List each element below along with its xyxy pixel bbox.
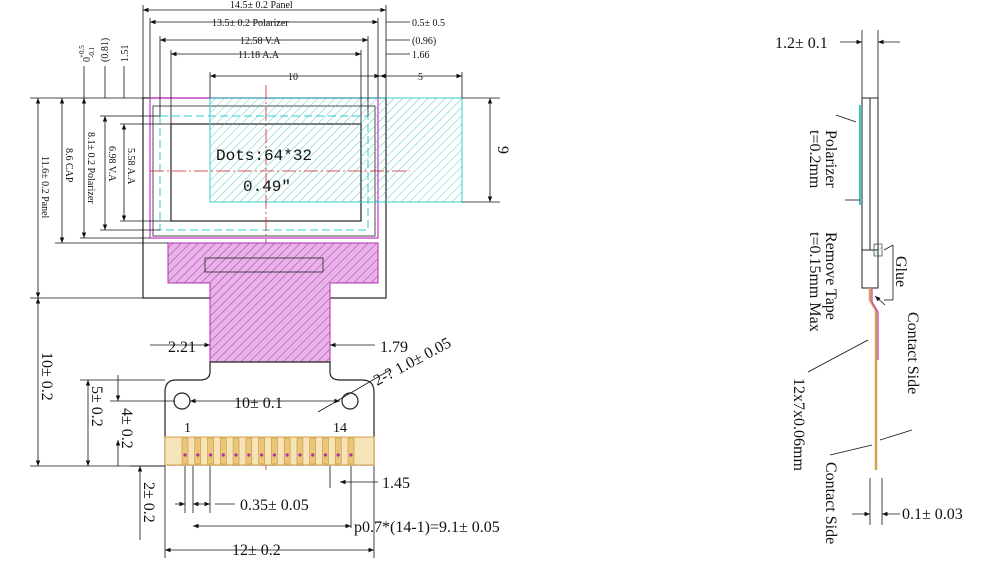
- dim-five: 5: [418, 72, 423, 83]
- top-dimensions: [142, 5, 463, 124]
- fpc-pin-via: [196, 453, 200, 457]
- mounting-hole-right: [341, 392, 359, 410]
- side-remove-tape: Remove Tape: [822, 232, 839, 320]
- dim-polarizer-height: 8.1± 0.2 Polarizer: [85, 132, 96, 204]
- pin-first-label: 1: [184, 421, 191, 436]
- fpc-pin-via: [260, 453, 264, 457]
- dim-221: 2.21: [168, 339, 196, 356]
- dim-cap-height: 8.6 CAP: [63, 148, 74, 183]
- dim-179: 1.79: [380, 339, 408, 356]
- side-dimension-lines: [807, 30, 913, 525]
- dim-two-fpc: 2± 0.2: [140, 482, 157, 523]
- dim-four-fpc: 4± 0.2: [118, 408, 135, 449]
- fpc-pin-via: [298, 453, 302, 457]
- side-fpc: [868, 288, 878, 470]
- dim-five-fpc: 5± 0.2: [88, 386, 105, 427]
- dim-va-height: 6.98 V.A: [106, 146, 117, 182]
- fpc-pin-via: [285, 453, 289, 457]
- fpc-pins: [181, 437, 355, 465]
- side-glue-label: Glue: [892, 256, 909, 287]
- side-remove-tape-thickness: t=0.15mm Max: [806, 232, 823, 332]
- side-contact-side-1: Contact Side: [904, 312, 921, 394]
- fpc-window: [204, 257, 324, 273]
- dim-ten: 10: [288, 72, 298, 83]
- fpc-pin: [207, 437, 214, 465]
- dim-va-width: 12.58 V.A: [240, 36, 281, 47]
- dim-aa-height: 5.58 A.A: [125, 148, 136, 185]
- dim-0-minus: -0.1: [88, 46, 96, 58]
- dim-fpc-length: 10± 0.2: [38, 352, 55, 401]
- side-fpc-size: 12x7x0.06mm: [790, 378, 807, 471]
- fpc-pin: [296, 437, 304, 465]
- fpc-pin: [283, 437, 291, 465]
- side-polarizer-label: Polarizer: [822, 130, 839, 188]
- fpc-pin-via: [349, 453, 353, 457]
- dim-pin-width: 0.35± 0.05: [240, 497, 309, 514]
- side-glue: [873, 243, 883, 257]
- screen-size-label: 0.49″: [243, 178, 291, 196]
- fpc-pin: [271, 437, 278, 465]
- fpc-pin-via: [183, 453, 187, 457]
- dim-panel-height: 11.6± 0.2 Panel: [39, 156, 50, 219]
- left-dimension-lines: [30, 66, 175, 540]
- fpc-pin: [258, 437, 265, 465]
- fpc-dimension-lines: [150, 342, 391, 558]
- fpc-pin: [232, 437, 240, 465]
- dim-panel-width: 14.5± 0.2 Panel: [230, 0, 293, 11]
- dim-0-plus: +0.5: [78, 45, 86, 58]
- fpc-pin: [194, 437, 202, 465]
- pin-last-label: 14: [333, 421, 347, 436]
- side-fpc-thickness: 0.1± 0.03: [902, 506, 963, 523]
- screen-hatched-area: [209, 97, 463, 203]
- fpc-pin-via: [234, 453, 238, 457]
- fpc-tail-upper: [167, 242, 379, 363]
- fpc-pin-via: [221, 453, 225, 457]
- fpc-pin: [347, 437, 355, 465]
- fpc-pin-via: [311, 453, 315, 457]
- fpc-pin: [220, 437, 227, 465]
- fpc-pin-via: [208, 453, 213, 457]
- dim-pitch: p0.7*(14-1)=9.1± 0.05: [354, 519, 500, 536]
- dim-polarizer-width: 13.5± 0.2 Polarizer: [212, 18, 289, 29]
- side-fpc-magenta: [871, 288, 879, 360]
- fpc-pin: [309, 437, 316, 465]
- dim-nine-lines: [462, 97, 500, 203]
- side-polarizer-thickness: t=0.2mm: [806, 130, 823, 189]
- fpc-pin-via: [247, 453, 251, 457]
- dim-right-166: 1.66: [412, 50, 430, 61]
- side-thickness: 1.2± 0.1: [775, 35, 828, 52]
- dim-fpc-width: 12± 0.2: [232, 542, 281, 559]
- fpc-pin: [322, 437, 329, 465]
- dots-label: Dots:64*32: [216, 147, 312, 165]
- fpc-pin: [181, 437, 189, 465]
- dim-151: 1.51: [120, 45, 131, 63]
- mounting-hole-left: [173, 392, 191, 410]
- dim-081: (0.81): [100, 38, 111, 62]
- dim-nine: 9: [494, 146, 511, 154]
- side-contact-side-2: Contact Side: [822, 462, 839, 544]
- fpc-pin-via: [272, 453, 276, 457]
- fpc-pin-via: [323, 453, 328, 457]
- dim-145: 1.45: [382, 475, 410, 492]
- fpc-pin: [245, 437, 253, 465]
- fpc-pin-via: [336, 453, 340, 457]
- dim-0-tol: 0: [82, 57, 93, 62]
- dim-right-096: (0.96): [412, 36, 436, 47]
- fpc-pin: [334, 437, 342, 465]
- dim-hole-pitch: 10± 0.1: [234, 395, 283, 412]
- dim-aa-width: 11.18 A.A: [238, 50, 280, 61]
- side-view: 1.2± 0.1 Polarizer t=0.2mm Remove Tape t…: [775, 30, 963, 544]
- dim-right-05: 0.5± 0.5: [412, 18, 445, 29]
- front-view: Dots:64*32 0.49″ 1 14: [30, 0, 511, 559]
